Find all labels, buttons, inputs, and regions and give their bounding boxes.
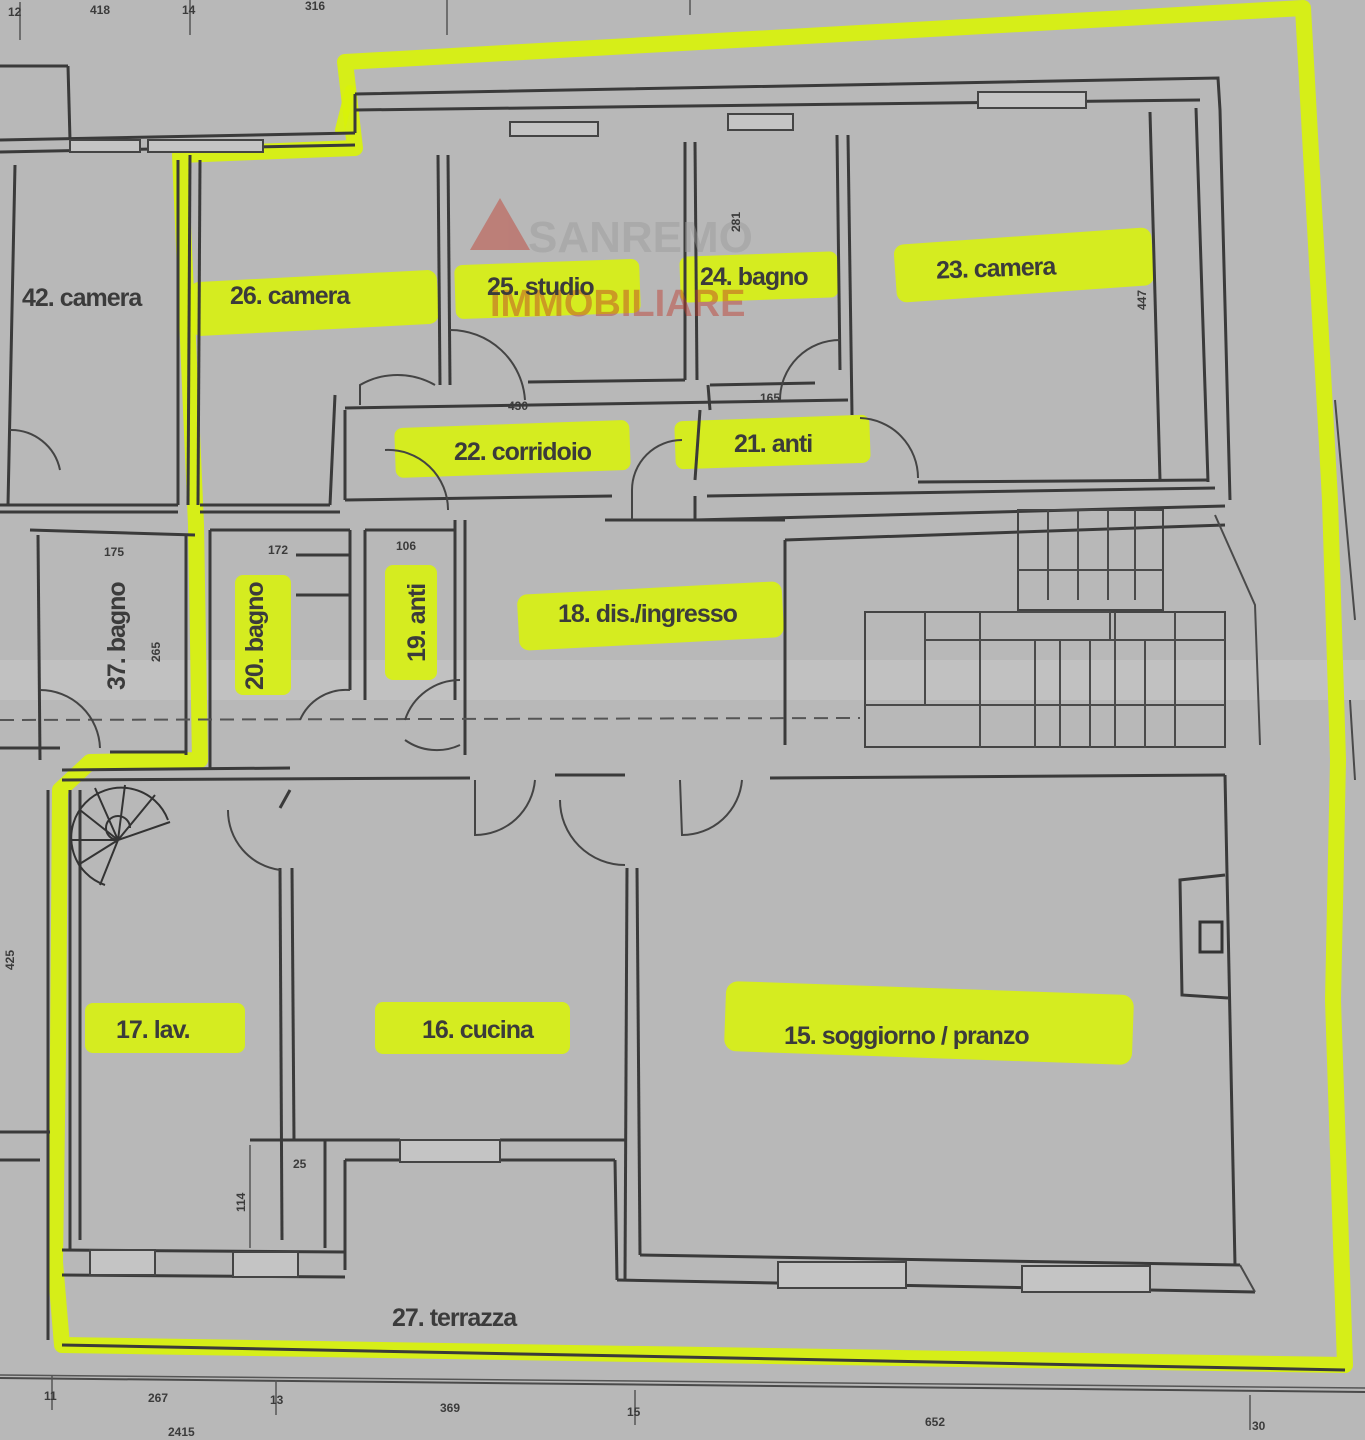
dim-bottom-15: 15 [627, 1405, 641, 1419]
dimension-labels: 281 447 430 165 175 172 106 265 425 114 … [3, 0, 1266, 1439]
walls [0, 64, 1365, 1393]
dim-bottom-30: 30 [1252, 1419, 1266, 1433]
dim-425: 425 [3, 950, 17, 970]
dim-430: 430 [508, 399, 528, 413]
dim-25: 25 [293, 1157, 307, 1171]
room-17-label: 17. lav. [116, 1016, 190, 1044]
dim-bottom-11: 11 [44, 1389, 57, 1403]
room-27-label: 27. terrazza [392, 1304, 518, 1332]
room-16-label: 16. cucina [422, 1016, 535, 1044]
dim-top-418: 418 [90, 3, 110, 17]
room-21-label: 21. anti [734, 430, 812, 458]
watermark-brand: SANREMO [528, 213, 753, 262]
room-42-label: 42. camera [22, 284, 143, 312]
watermark-triangle-icon [470, 198, 530, 250]
spiral-staircase [70, 784, 171, 886]
room-20-label: 20. bagno [241, 582, 269, 690]
dim-265: 265 [149, 642, 163, 662]
dim-top-316: 316 [305, 0, 325, 13]
dim-bottom-2415: 2415 [168, 1425, 195, 1439]
dim-bottom-267: 267 [148, 1391, 168, 1405]
label-highlights [85, 227, 1155, 1065]
room-23-label: 23. camera [936, 252, 1058, 284]
dim-447: 447 [1135, 290, 1149, 310]
dim-172: 172 [268, 543, 288, 557]
dim-bottom-13: 13 [270, 1393, 284, 1407]
room-25-label: 25. studio [487, 273, 594, 301]
room-19-label: 19. anti [403, 584, 431, 662]
room-37-label: 37. bagno [103, 582, 131, 690]
room-18-label: 18. dis./ingresso [558, 600, 738, 628]
room-15-label: 15. soggiorno / pranzo [784, 1022, 1029, 1050]
room-24-label: 24. bagno [700, 263, 808, 291]
room-26-label: 26. camera [230, 282, 351, 310]
dim-175: 175 [104, 545, 124, 559]
dim-106: 106 [396, 539, 416, 553]
windows [69, 91, 1151, 1293]
fireplace [1198, 920, 1224, 954]
watermark-logo: SANREMO IMMOBILIARE [470, 198, 753, 325]
dim-top-12: 12 [8, 5, 22, 19]
dim-top-14: 14 [182, 3, 196, 17]
doors [9, 328, 919, 871]
watermark-sub: IMMOBILIARE [490, 283, 745, 325]
staircase [864, 509, 1261, 748]
room-labels: 42. camera 26. camera 25. studio 24. bag… [22, 252, 1058, 1332]
dim-bottom-369: 369 [440, 1401, 460, 1415]
room-22-label: 22. corridoio [454, 438, 592, 466]
scan-band [0, 660, 1365, 700]
dim-114: 114 [234, 1192, 248, 1212]
dim-281: 281 [729, 212, 743, 232]
dim-bottom-652: 652 [925, 1415, 945, 1429]
dim-165: 165 [760, 391, 780, 405]
